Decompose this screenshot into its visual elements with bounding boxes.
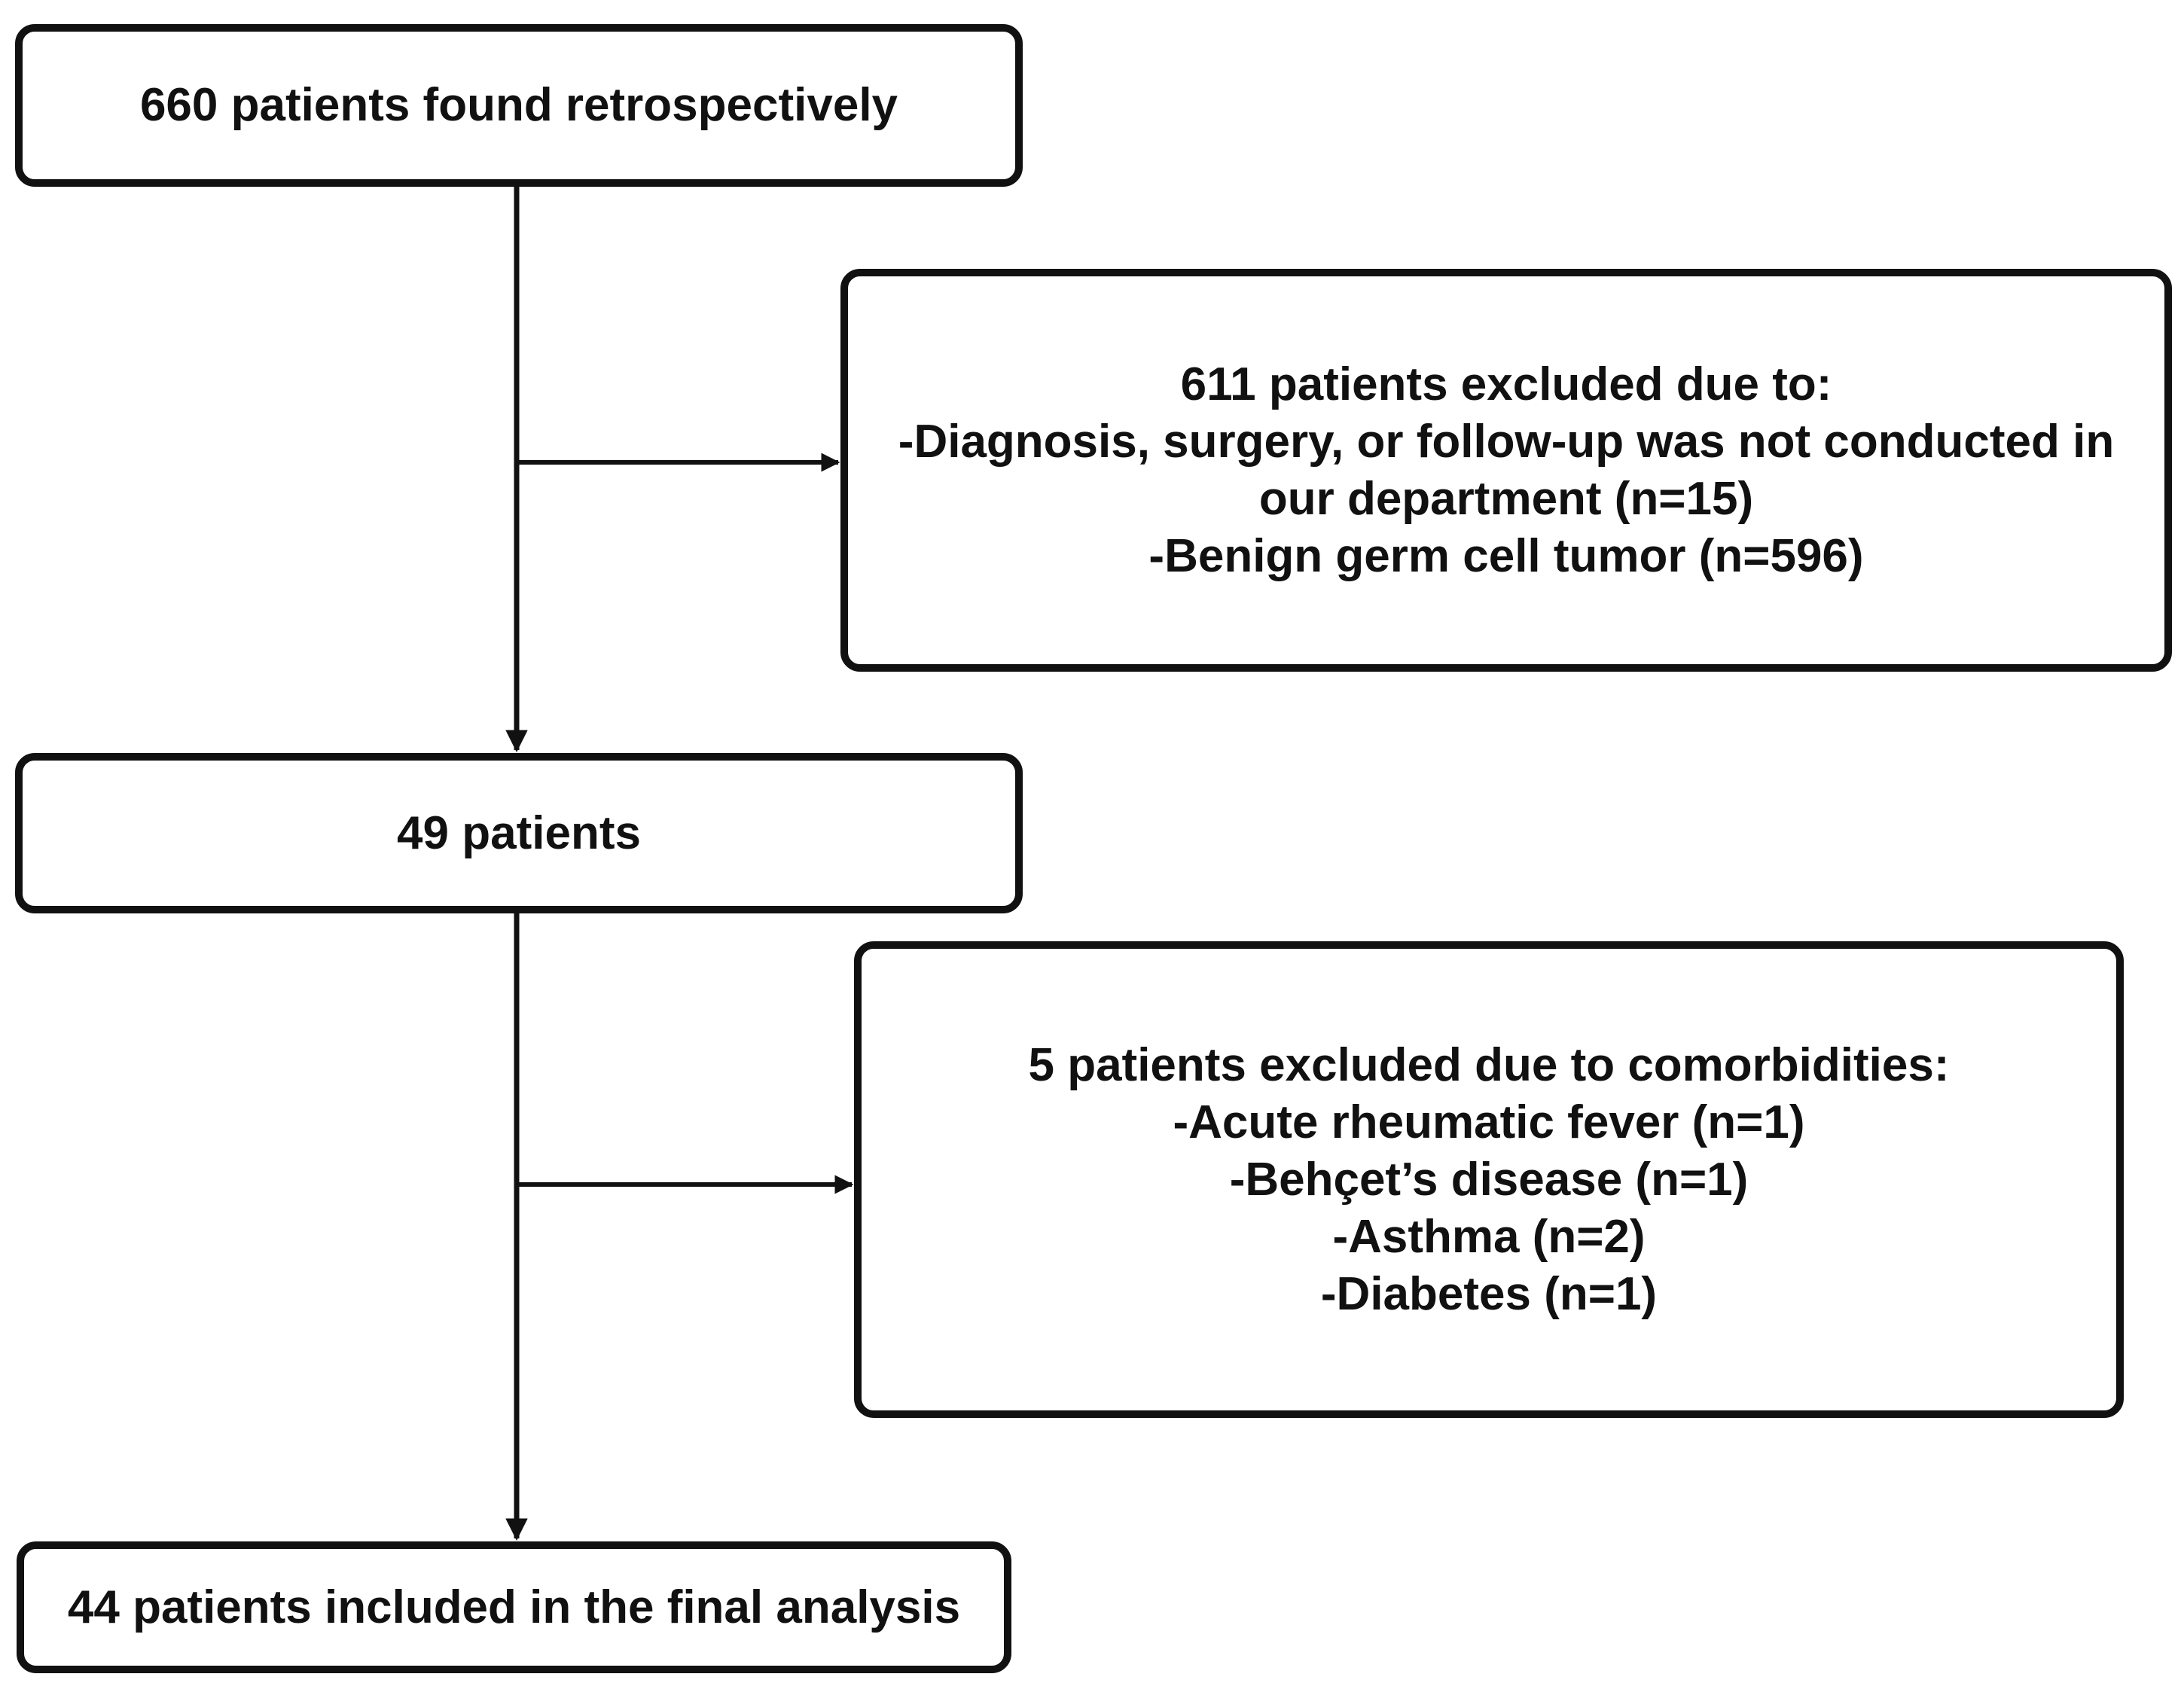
exclusion-2-reason-line: -Behçet’s disease (n=1) <box>1229 1153 1749 1206</box>
exclusion-1-reason-line: our department (n=15) <box>1258 472 1754 525</box>
exclusion-2-reason-line: -Diabetes (n=1) <box>1320 1267 1658 1320</box>
exclusion-1-reason-line: -Diagnosis, surgery, or follow-up was no… <box>898 415 2115 468</box>
final-box: 44 patients included in the final analys… <box>17 1541 1011 1673</box>
exclusion-2-heading: 5 patients excluded due to comorbidities… <box>1028 1038 1950 1091</box>
middle-box-text: 49 patients <box>397 806 641 859</box>
start-box-text: 660 patients found retrospectively <box>139 79 898 131</box>
exclusion-box-2: 5 patients excluded due to comorbidities… <box>854 941 2124 1418</box>
middle-box: 49 patients <box>15 753 1023 913</box>
exclusion-1-heading: 611 patients excluded due to: <box>1180 358 1832 410</box>
exclusion-1-reason-line: -Benign germ cell tumor (n=596) <box>1148 529 1864 582</box>
exclusion-box-1: 611 patients excluded due to: -Diagnosis… <box>840 269 2172 672</box>
exclusion-2-reason-line: -Acute rheumatic fever (n=1) <box>1173 1096 1805 1148</box>
exclusion-2-reason-line: -Asthma (n=2) <box>1332 1210 1646 1263</box>
final-box-text: 44 patients included in the final analys… <box>67 1581 961 1633</box>
start-box: 660 patients found retrospectively <box>15 24 1023 187</box>
